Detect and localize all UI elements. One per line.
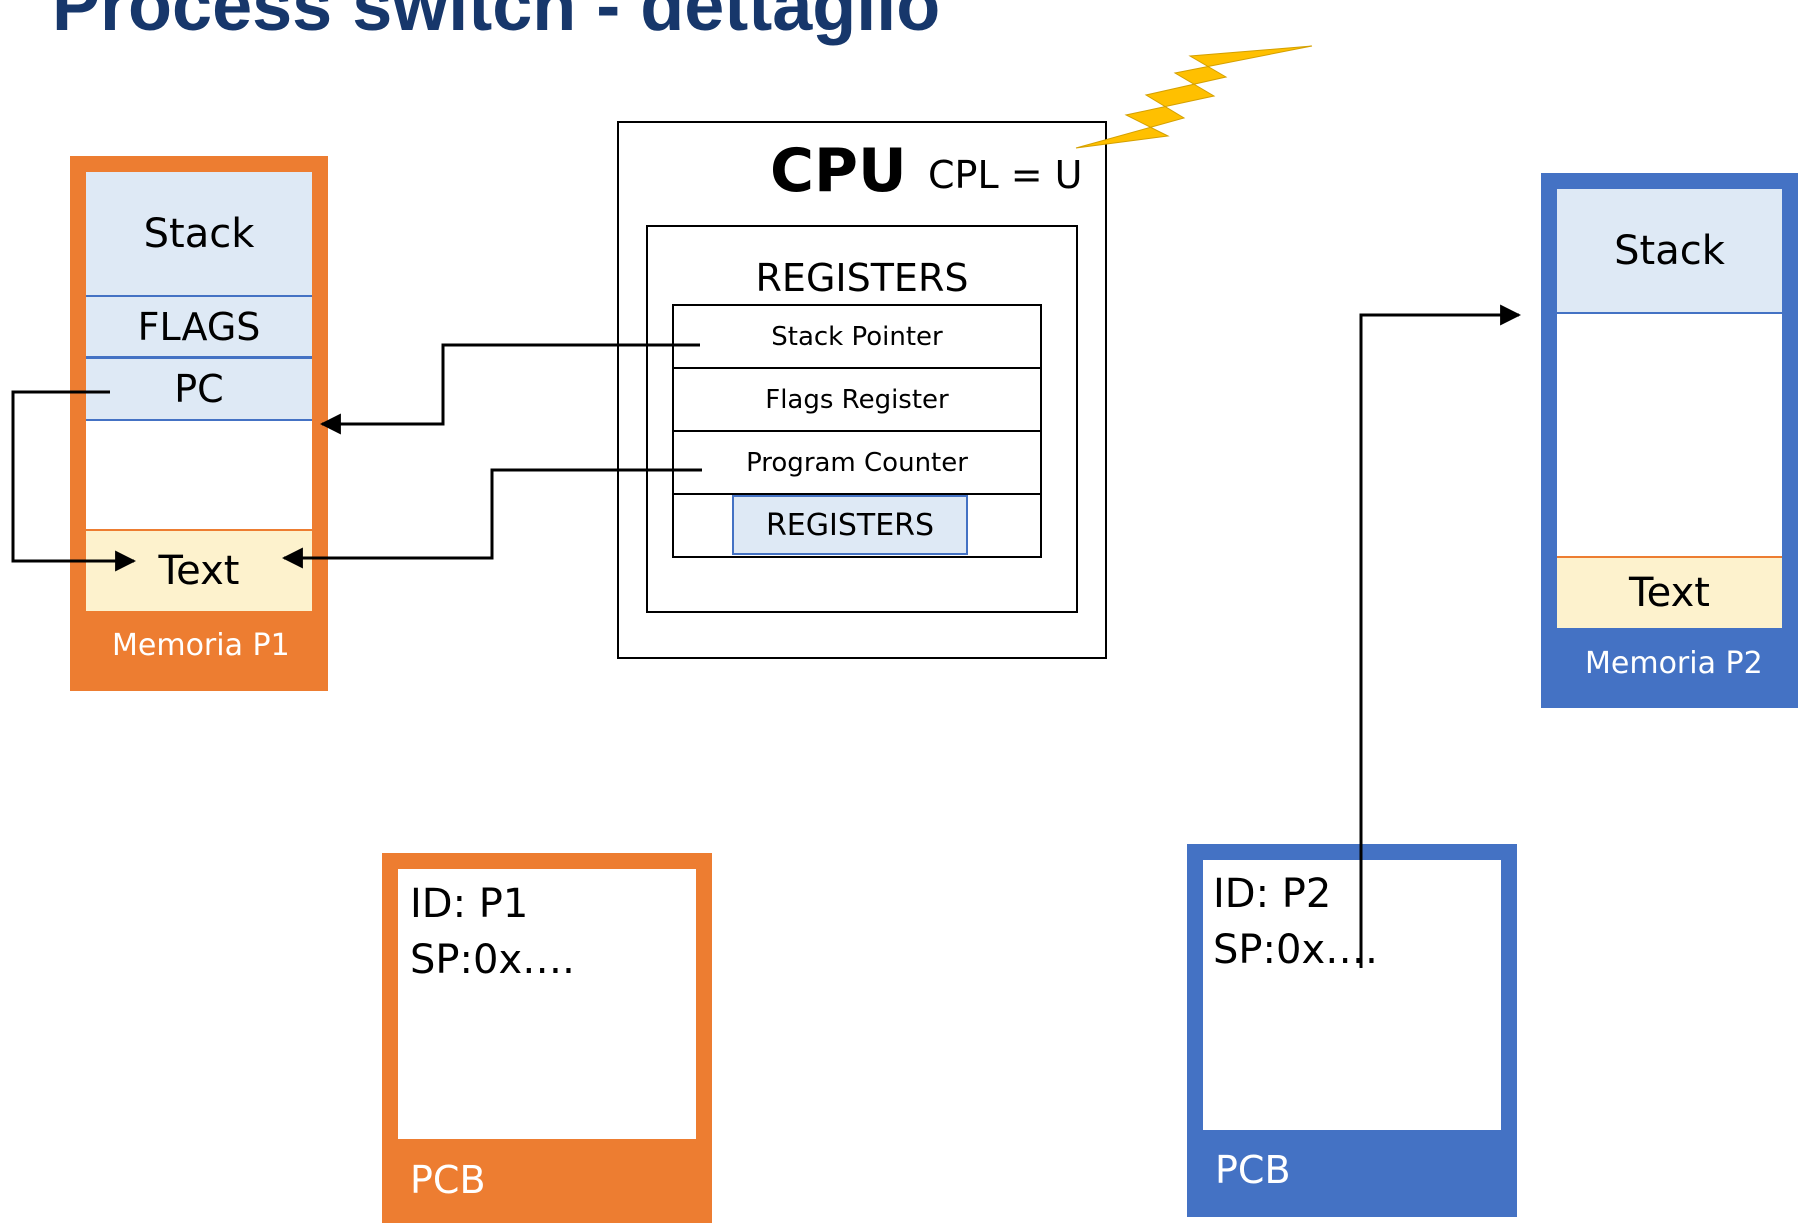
- pcb-p2-id: ID: P2: [1213, 871, 1332, 917]
- cpu-label: CPU: [770, 136, 907, 206]
- register-program-counter: Program Counter: [672, 430, 1042, 495]
- memory-p1-stack: Stack: [86, 172, 312, 297]
- arrow-pc-slot-to-text: [11, 390, 137, 572]
- memory-p1-pc: PC: [86, 359, 312, 421]
- arrow-pcb-sp-to-stack: [1359, 304, 1522, 968]
- pcb-p1-label: PCB: [410, 1158, 486, 1202]
- arrow-sp-to-flags: [319, 343, 700, 435]
- register-flags: Flags Register: [672, 367, 1042, 432]
- memory-p2-free: [1557, 314, 1782, 558]
- register-stack-pointer: Stack Pointer: [672, 304, 1042, 369]
- page-title: Process switch - dettaglio: [52, 0, 941, 46]
- pcb-p2-content: [1203, 860, 1501, 1130]
- pcb-p1-id: ID: P1: [410, 881, 529, 927]
- pcb-p2-sp: SP:0x….: [1213, 927, 1378, 973]
- registers-title: REGISTERS: [755, 256, 969, 300]
- arrow-pc-to-text: [281, 468, 702, 569]
- register-inner-registers: REGISTERS: [732, 495, 968, 555]
- memory-p2-label: Memoria P2: [1585, 645, 1763, 681]
- memory-p1-free: [86, 421, 312, 531]
- memory-p1-flags: FLAGS: [86, 297, 312, 359]
- memory-p2-stack: Stack: [1557, 189, 1782, 314]
- pcb-p1-sp: SP:0x….: [410, 937, 575, 983]
- pcb-p1-content: [398, 869, 696, 1139]
- pcb-p2-label: PCB: [1215, 1148, 1291, 1192]
- memory-p1-label: Memoria P1: [112, 627, 290, 663]
- interrupt-bolt-icon: [1075, 45, 1313, 149]
- cpl-indicator: CPL = U: [928, 153, 1083, 197]
- memory-p2-text: Text: [1557, 558, 1782, 628]
